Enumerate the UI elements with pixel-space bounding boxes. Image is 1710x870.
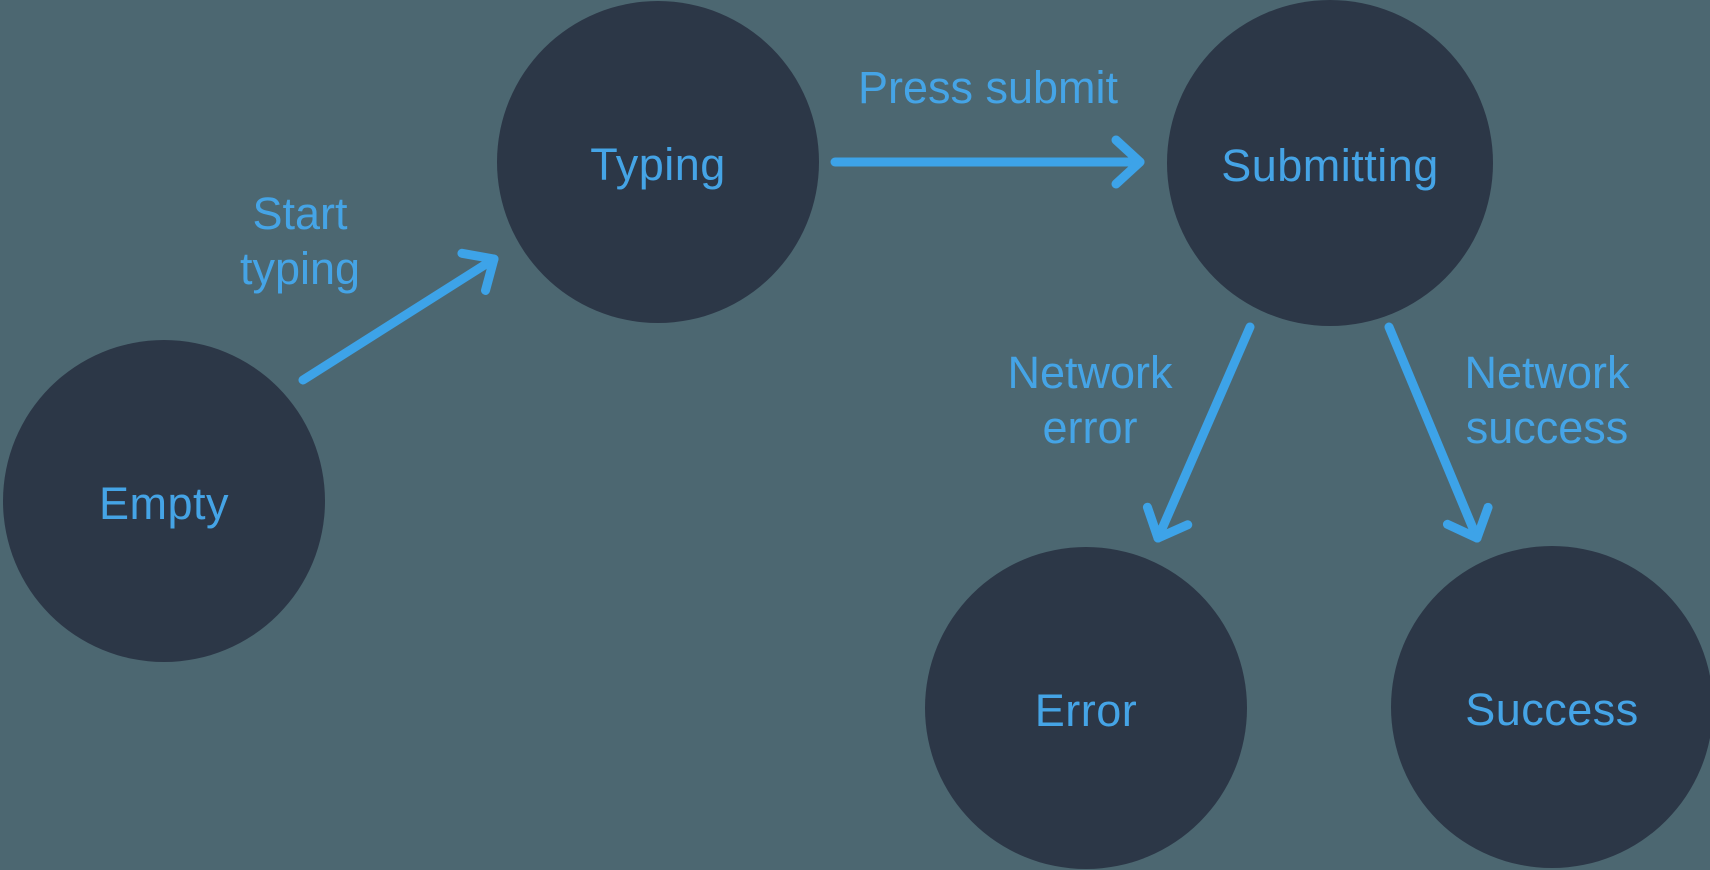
state-node-empty: Empty bbox=[3, 340, 325, 662]
state-label-typing: Typing bbox=[590, 139, 726, 190]
edge-label-network-success: Network success bbox=[1464, 345, 1629, 455]
edge-label-line: Network bbox=[1464, 347, 1630, 398]
state-label-success: Success bbox=[1465, 684, 1639, 735]
state-label-error: Error bbox=[1034, 685, 1138, 736]
edge-label-line: Network bbox=[1007, 347, 1173, 398]
state-node-success: Success bbox=[1391, 546, 1710, 868]
edge-label-line: typing bbox=[239, 243, 361, 294]
state-label-submitting: Submitting bbox=[1221, 140, 1439, 191]
state-node-typing: Typing bbox=[497, 1, 819, 323]
edge-label-press-submit: Press submit bbox=[858, 60, 1118, 115]
state-node-error: Error bbox=[925, 547, 1247, 869]
edge-label-network-error: Network error bbox=[1007, 345, 1172, 455]
edge-label-line: Start bbox=[252, 188, 348, 239]
edge-label-line: Press submit bbox=[857, 62, 1119, 113]
edge-label-line: success bbox=[1465, 402, 1629, 453]
edge-label-start-typing: Start typing bbox=[240, 186, 360, 296]
state-node-submitting: Submitting bbox=[1167, 0, 1493, 326]
state-label-empty: Empty bbox=[98, 478, 230, 529]
edge-label-line: error bbox=[1042, 402, 1138, 453]
